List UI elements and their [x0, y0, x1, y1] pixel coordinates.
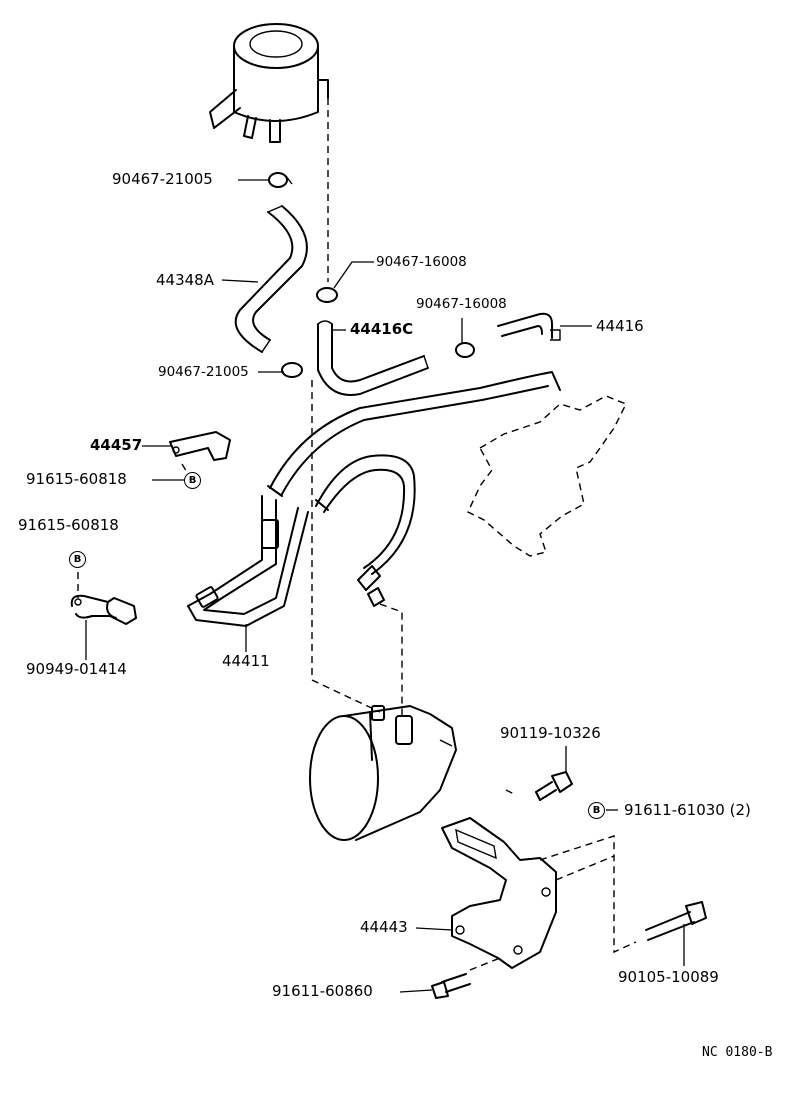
label-90467-16008-b: 90467-16008: [416, 296, 507, 312]
clamp-90949-01414: [70, 594, 137, 625]
hose-assembly-44411: [187, 371, 561, 627]
reservoir-tank: [209, 23, 329, 143]
label-91615-60818-b: 91615-60818: [18, 516, 119, 534]
badge-b-91615-60818-b: B: [69, 551, 86, 568]
diagram-code: NC 0180-B: [702, 1045, 773, 1060]
label-90105-10089: 90105-10089: [618, 968, 719, 986]
label-91611-60860: 91611-60860: [272, 982, 373, 1000]
hose-44416C: [317, 320, 429, 396]
label-90467-16008-a: 90467-16008: [376, 254, 467, 270]
label-44416: 44416: [596, 317, 644, 335]
bracket-44457: [169, 431, 231, 461]
bolt-91611-60860: [431, 973, 471, 999]
badge-b-91615-60818-a: B: [184, 472, 201, 489]
bracket-44443: [441, 817, 557, 969]
label-90949-01414: 90949-01414: [26, 660, 127, 678]
label-44411: 44411: [222, 652, 270, 670]
clamp-90467-21005-top: [268, 172, 293, 188]
label-91615-60818-a: 91615-60818: [26, 470, 127, 488]
label-90119-10326: 90119-10326: [500, 724, 601, 742]
label-91611-61030: 91611-61030 (2): [624, 801, 751, 819]
bolt-90105-10089: [645, 901, 707, 941]
label-90467-21005-top: 90467-21005: [112, 170, 213, 188]
clamp-90467-16008-a: [316, 287, 338, 303]
badge-b-91611-61030: B: [588, 802, 605, 819]
label-44443: 44443: [360, 918, 408, 936]
clamp-90467-16008-b: [455, 342, 475, 358]
power-steering-pump: [309, 705, 457, 841]
label-90467-21005-mid: 90467-21005: [158, 364, 249, 380]
clamp-90467-21005-mid: [281, 362, 303, 378]
hose-44348A: [234, 205, 308, 353]
leader-lines: [85, 179, 685, 993]
pipe-44416: [497, 312, 561, 341]
bolt-90119-10326: [535, 771, 573, 801]
label-44348A: 44348A: [156, 271, 214, 289]
label-44416C: 44416C: [350, 320, 414, 338]
label-44457: 44457: [90, 436, 143, 454]
